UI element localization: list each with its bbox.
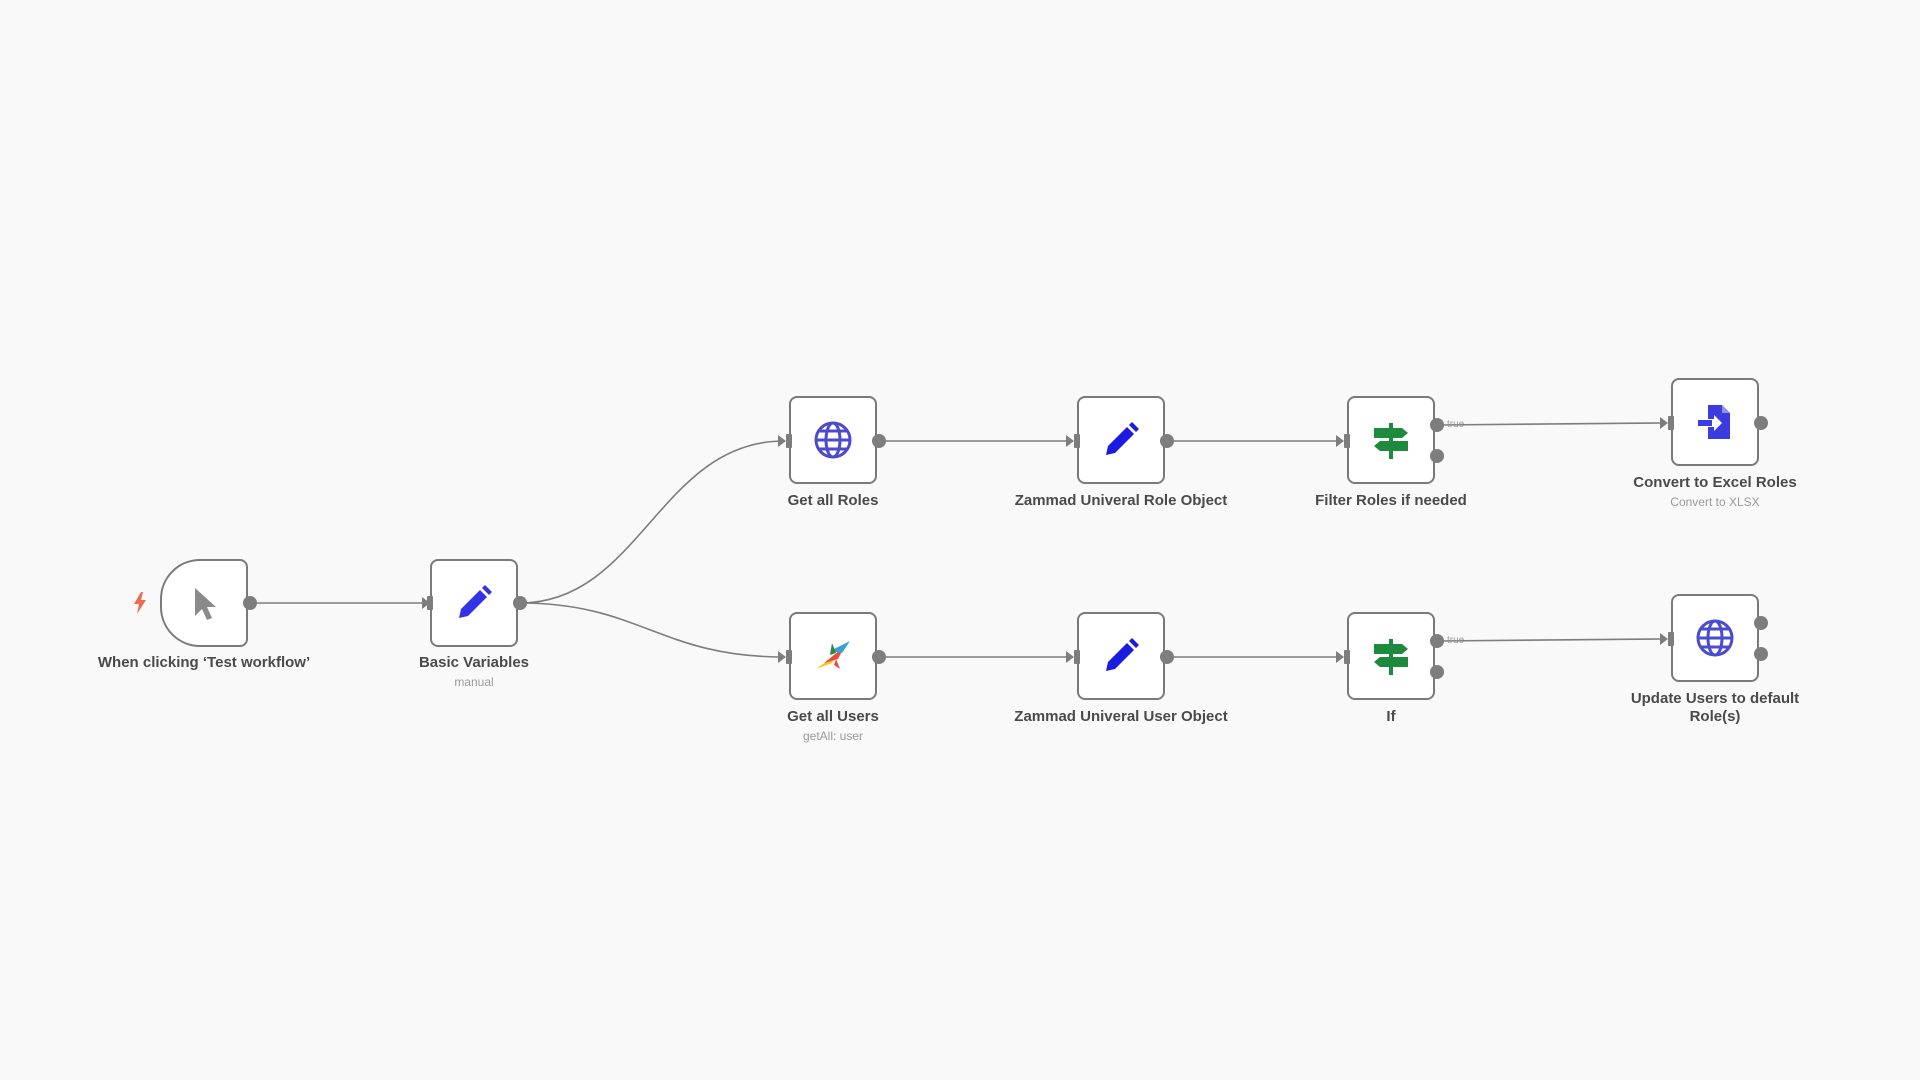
input-handle-excel[interactable] (1668, 416, 1674, 430)
pencil-icon (1106, 638, 1139, 671)
edge-basic-roles (519, 440, 785, 604)
node-label-excel: Convert to Excel Roles (1633, 474, 1797, 491)
arrow-if (1336, 651, 1344, 663)
input-handle-roleobj[interactable] (1074, 434, 1080, 448)
node-if[interactable] (1347, 612, 1435, 700)
output-handle-update-2[interactable] (1754, 647, 1768, 661)
node-filter-roles[interactable] (1347, 396, 1435, 484)
node-basic-variables[interactable] (430, 559, 518, 647)
arrow-userobj (1066, 651, 1074, 663)
node-sublabel-excel: Convert to XLSX (1670, 495, 1760, 509)
node-sublabel-basic: manual (454, 675, 494, 689)
node-label-users: Get all Users (787, 708, 879, 725)
node-role-object[interactable] (1077, 396, 1165, 484)
node-label-userobj: Zammad Univeral User Object (1014, 708, 1228, 725)
output-handle-roleobj[interactable] (1160, 434, 1174, 448)
output-handle-update-1[interactable] (1754, 616, 1768, 630)
node-label-basic: Basic Variables (418, 654, 530, 671)
node-label-filter: Filter Roles if needed (1315, 492, 1467, 509)
pencil-icon (459, 585, 492, 618)
node-get-all-roles[interactable] (789, 396, 877, 484)
trigger-bolt-icon (134, 592, 146, 614)
edge-basic-users (519, 602, 785, 658)
input-handle-if[interactable] (1344, 650, 1350, 664)
output-handle-trigger[interactable] (243, 596, 257, 610)
node-label-roles: Get all Roles (787, 492, 879, 509)
input-handle-roles[interactable] (786, 434, 792, 448)
zammad-bird-icon (816, 641, 850, 669)
output-handle-roles[interactable] (872, 434, 886, 448)
arrow-roleobj (1066, 435, 1074, 447)
output-handle-excel[interactable] (1754, 416, 1768, 430)
file-convert-icon (1698, 405, 1730, 439)
node-sublabel-users: getAll: user (802, 729, 864, 743)
node-user-object[interactable] (1077, 612, 1165, 700)
node-convert-excel[interactable] (1671, 378, 1759, 466)
branch-label-filter-true: true (1447, 419, 1465, 430)
output-handle-if-false[interactable] (1430, 665, 1444, 679)
arrow-update (1660, 633, 1668, 645)
node-update-users[interactable] (1671, 594, 1759, 682)
arrow-roles (778, 435, 786, 447)
input-handle-filter[interactable] (1344, 434, 1350, 448)
output-handle-filter-false[interactable] (1430, 449, 1444, 463)
signpost-icon (1374, 423, 1408, 459)
node-label-update: Update Users to default Role(s) (1630, 690, 1800, 725)
globe-icon (1696, 619, 1734, 657)
node-manual-trigger[interactable] (160, 559, 248, 647)
edge-filter-excel (1436, 422, 1663, 426)
output-handle-filter-true[interactable] (1430, 418, 1444, 432)
edge-if-update (1436, 638, 1663, 642)
node-label-trigger: When clicking ‘Test workflow’ (97, 654, 311, 671)
pencil-icon (1106, 422, 1139, 455)
arrow-excel (1660, 417, 1668, 429)
node-label-roleobj: Zammad Univeral Role Object (1014, 492, 1228, 509)
arrow-basic (422, 597, 430, 609)
signpost-icon (1374, 639, 1408, 675)
node-label-if: If (1386, 708, 1396, 725)
input-handle-users[interactable] (786, 650, 792, 664)
output-handle-userobj[interactable] (1160, 650, 1174, 664)
arrow-users (778, 651, 786, 663)
output-handle-basic[interactable] (513, 596, 527, 610)
branch-label-if-true: true (1447, 635, 1465, 646)
output-handle-users[interactable] (872, 650, 886, 664)
input-handle-userobj[interactable] (1074, 650, 1080, 664)
arrow-filter (1336, 435, 1344, 447)
cursor-icon (195, 588, 216, 620)
input-handle-basic[interactable] (427, 596, 433, 610)
input-handle-update[interactable] (1668, 632, 1674, 646)
globe-icon (814, 421, 852, 459)
output-handle-if-true[interactable] (1430, 634, 1444, 648)
node-get-all-users[interactable] (789, 612, 877, 700)
